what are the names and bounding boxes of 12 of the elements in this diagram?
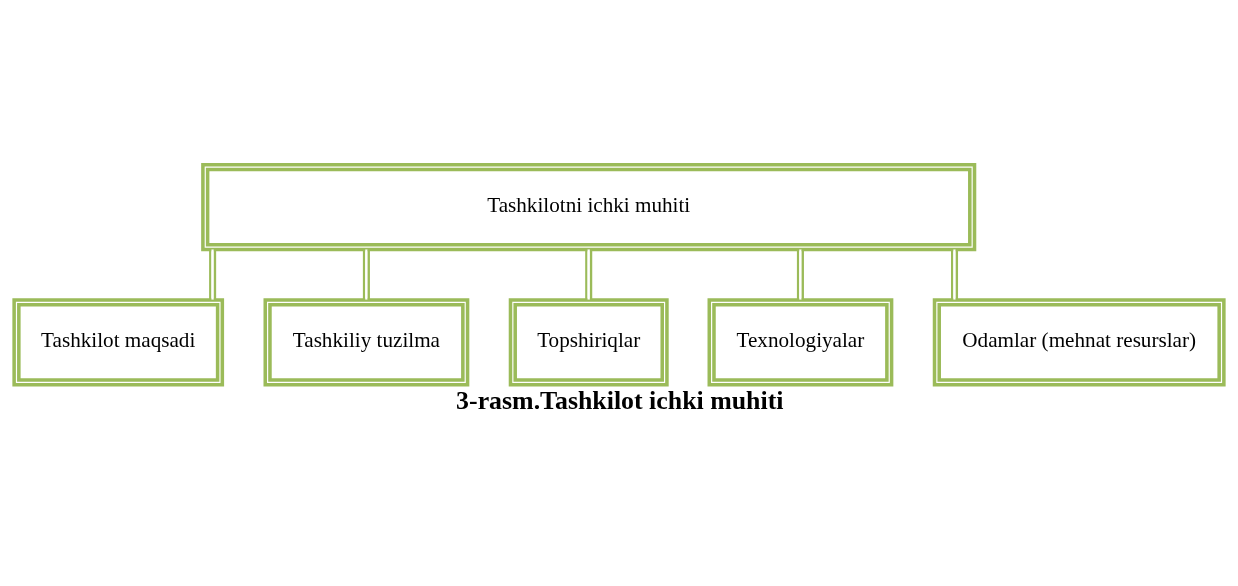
node-box: Tashkilot maqsadi	[12, 297, 225, 386]
connector	[796, 248, 804, 300]
connector	[362, 248, 370, 300]
node-box: Texnologiyalar	[707, 297, 894, 386]
connector	[209, 248, 217, 300]
node-box: Topshiriqlar	[508, 297, 669, 386]
node-box: Tashkilotni ichki muhiti	[201, 162, 977, 251]
connector	[585, 248, 593, 300]
node-box: Odamlar (mehnat resurslar)	[932, 297, 1226, 386]
node-box: Tashkiliy tuzilma	[263, 297, 470, 386]
connector	[951, 248, 959, 300]
caption: 3-rasm.Tashkilot ichki muhiti	[456, 385, 784, 415]
